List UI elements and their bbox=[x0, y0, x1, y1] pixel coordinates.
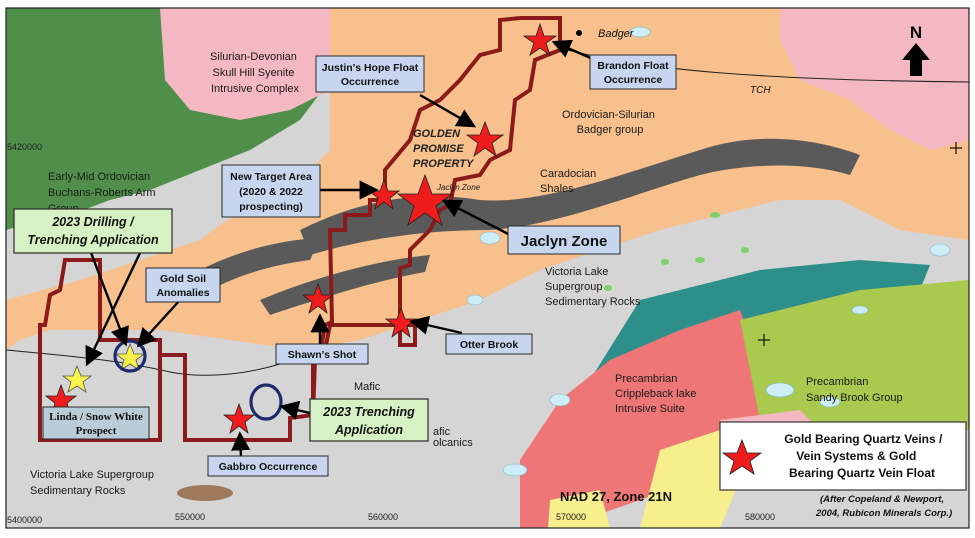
label-victoria-lake-east: Victoria Lake Supergroup Sedimentary Roc… bbox=[545, 266, 641, 308]
coord-northing-top: 5420000 bbox=[7, 142, 42, 152]
arrow-gold-soil bbox=[136, 299, 181, 348]
caradocian-shale-band bbox=[300, 138, 860, 255]
coord-easting-550000: 550000 bbox=[175, 512, 205, 522]
svg-text:Jaclyn Zone: Jaclyn Zone bbox=[521, 233, 608, 250]
coord-easting-580000: 580000 bbox=[745, 512, 775, 522]
sandy-brook-unit bbox=[740, 280, 969, 440]
legend: Gold Bearing Quartz Veins / Vein Systems… bbox=[719, 421, 967, 491]
label-mafic: Mafic bbox=[354, 381, 381, 393]
label-badger: Badger bbox=[598, 28, 635, 40]
callout-gabbro: Gabbro Occurrence bbox=[207, 455, 329, 477]
badger-town-dot bbox=[576, 30, 582, 36]
label-precambrian-sandy-brook: Precambrian Sandy Brook Group bbox=[806, 376, 903, 404]
road-west bbox=[5, 349, 281, 376]
arrow-gabbro bbox=[231, 431, 251, 458]
projection-label: NAD 27, Zone 21N bbox=[560, 489, 672, 504]
callout-jaclyn-zone: Jaclyn Zone bbox=[507, 225, 621, 255]
callout-otter-brook: Otter Brook bbox=[445, 333, 533, 355]
dark-band-mid bbox=[260, 255, 430, 315]
gold-occurrence-stars bbox=[44, 22, 558, 435]
star-justins-hope bbox=[465, 120, 505, 158]
svg-text:Shawn's Shot: Shawn's Shot bbox=[288, 349, 357, 361]
arrow-drilling-2 bbox=[85, 252, 142, 367]
coord-easting-570000: 570000 bbox=[556, 512, 586, 522]
yellow-unit-south bbox=[640, 430, 740, 528]
svg-text:2023 Drilling /Trenching Appli: 2023 Drilling /Trenching Application bbox=[27, 215, 159, 247]
coord-easting-560000: 560000 bbox=[368, 512, 398, 522]
legend-star bbox=[721, 438, 763, 475]
north-arrow: N bbox=[902, 23, 930, 76]
credit-label: (After Copeland & Newport, 2004, Rubicon… bbox=[815, 494, 952, 519]
skull-hill-syenite-unit bbox=[160, 8, 340, 120]
star-gabbro bbox=[222, 402, 256, 435]
star-brandon bbox=[522, 22, 558, 57]
arrow-jaclyn-zone bbox=[441, 199, 517, 240]
svg-text:Otter Brook: Otter Brook bbox=[460, 339, 519, 351]
arrow-otter-brook bbox=[409, 315, 463, 335]
label-mafic-2: afic bbox=[433, 426, 451, 438]
label-victoria-lake-southwest: Victoria Lake Supergroup Sedimentary Roc… bbox=[30, 469, 157, 497]
label-caradocian: Caradocian Shales bbox=[540, 168, 599, 195]
svg-text:N: N bbox=[910, 23, 922, 42]
dark-band-west bbox=[200, 238, 320, 290]
green-spots bbox=[604, 212, 749, 291]
star-jaclyn-zone bbox=[396, 173, 454, 227]
yellow-unit-sw bbox=[548, 490, 610, 528]
arrow-justins-hope bbox=[419, 93, 477, 128]
coord-northing-bottom: 5400000 bbox=[7, 515, 42, 525]
label-jaclyn-zone-small: Jaclyn Zone bbox=[436, 183, 481, 192]
svg-text:Gold Bearing Quartz Veins /: Gold Bearing Quartz Veins / Vein Systems… bbox=[784, 432, 945, 480]
svg-text:Gabbro Occurrence: Gabbro Occurrence bbox=[219, 461, 318, 473]
soil-anomaly-stars bbox=[61, 342, 146, 393]
label-precambrian-crippleback: Precambrian Crippleback lake Intrusive S… bbox=[615, 373, 699, 415]
north-arrow-icon bbox=[902, 43, 930, 76]
arrow-trenching bbox=[279, 400, 311, 420]
callout-shawns-shot: Shawn's Shot bbox=[275, 343, 369, 365]
label-golden-promise: GOLDEN PROMISE PROPERTY bbox=[413, 128, 475, 170]
callout-drilling-2023: 2023 Drilling /Trenching Application bbox=[13, 208, 173, 254]
soil-anomaly-circle bbox=[113, 339, 147, 373]
star-shawns-shot bbox=[301, 282, 335, 315]
label-ordovician-silurian: Ordovician-Silurian Badger group bbox=[562, 109, 658, 136]
grid-crosses bbox=[758, 142, 962, 346]
arrow-drilling bbox=[88, 249, 129, 347]
map-border bbox=[5, 7, 970, 529]
pink-unit-ne bbox=[780, 8, 969, 150]
label-tch: TCH bbox=[750, 85, 771, 96]
label-volcanics: olcanics bbox=[433, 437, 473, 449]
brown-unit bbox=[177, 485, 233, 501]
label-silurian-devonian: Silurian-Devonian Skull Hill Syenite Int… bbox=[210, 51, 300, 95]
